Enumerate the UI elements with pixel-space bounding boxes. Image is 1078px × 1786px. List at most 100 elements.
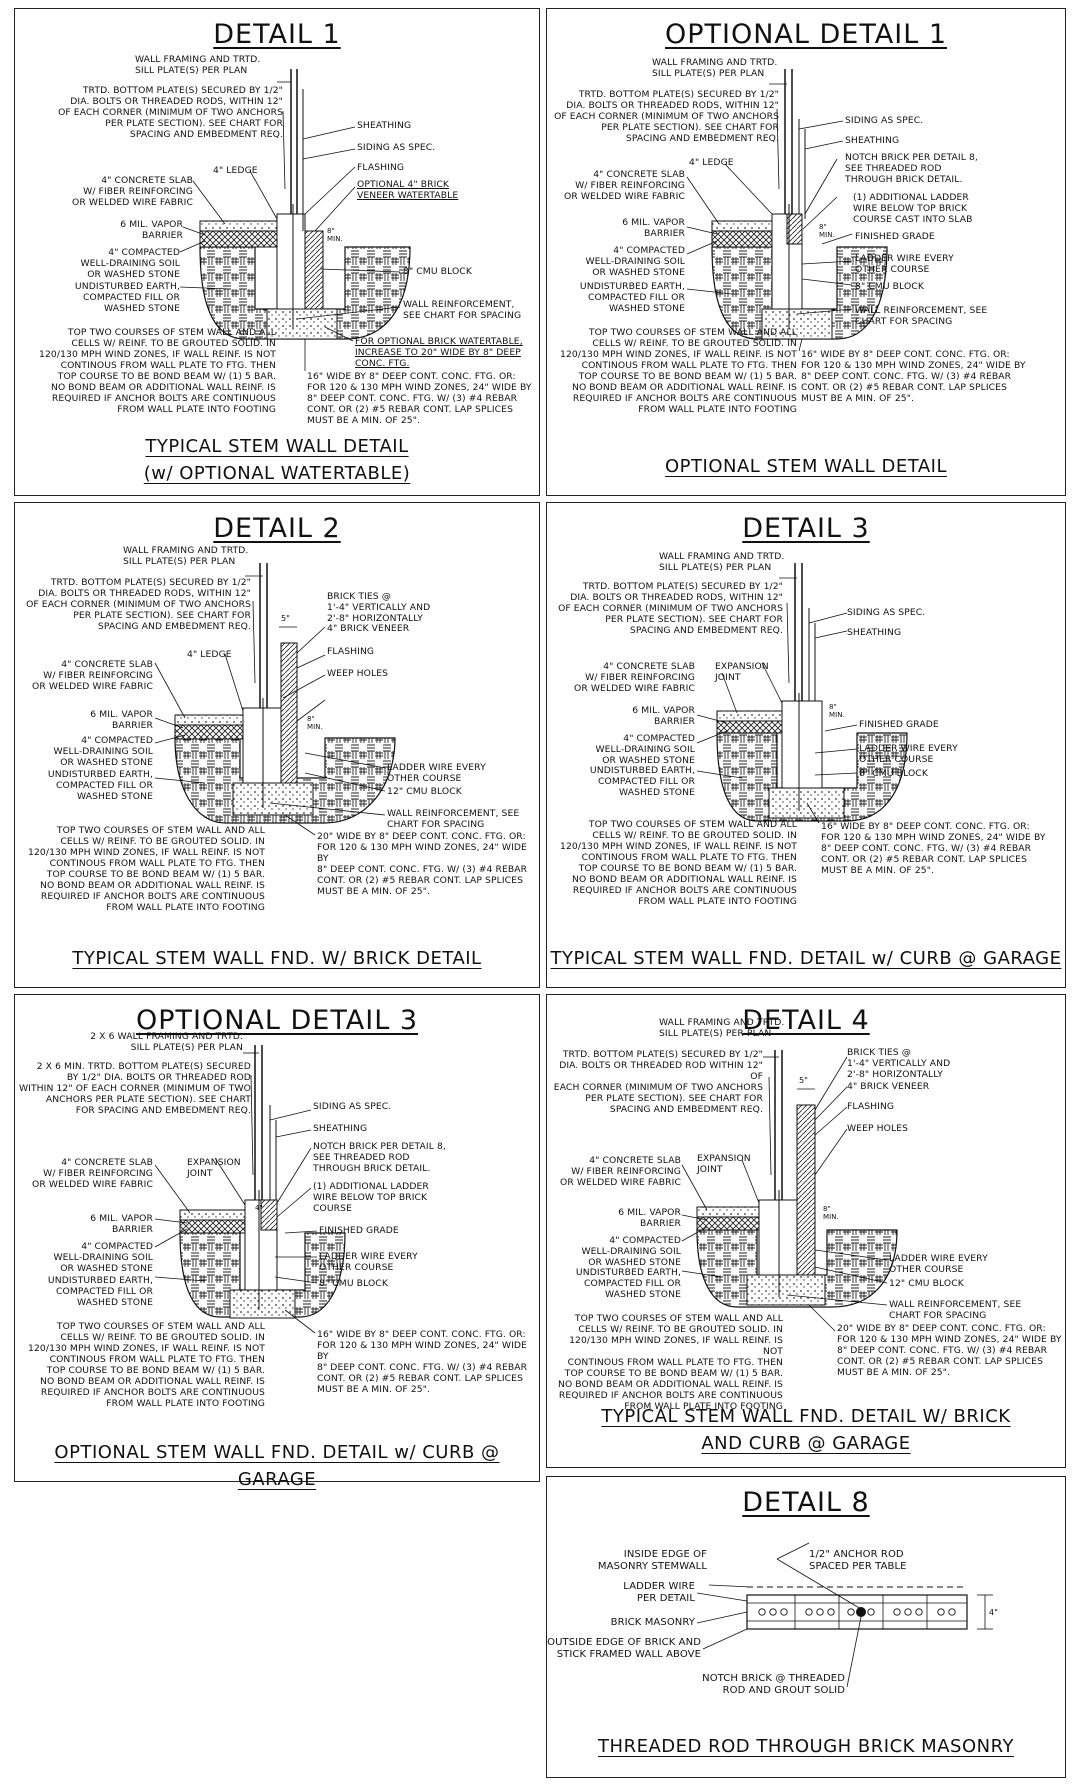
label-outside-edge: OUTSIDE EDGE OF BRICK AND STICK FRAMED W… xyxy=(547,1637,701,1660)
label-undisturbed-earth: UNDISTURBED EARTH, COMPACTED FILL OR WAS… xyxy=(579,281,685,314)
panel-title: OPTIONAL DETAIL 1 xyxy=(664,19,948,50)
label-sheathing: SHEATHING xyxy=(313,1123,368,1134)
label-ladder-wire: LADDER WIRE EVERY OTHER COURSE xyxy=(859,743,958,765)
label-concrete-slab: 4" CONCRETE SLAB W/ FIBER REINFORCING OR… xyxy=(32,659,153,692)
label-compacted-soil: 4" COMPACTED WELL-DRAINING SOIL OR WASHE… xyxy=(581,1235,681,1268)
label-expansion-joint: EXPANSION JOINT xyxy=(715,661,769,683)
label-wall-framing: 2 x 6 WALL FRAMING AND TRTD. SILL PLATE(… xyxy=(90,1031,243,1053)
label-weep-holes: WEEP HOLES xyxy=(847,1123,909,1134)
label-flashing: FLASHING xyxy=(327,646,375,657)
label-brick-veneer: 4" BRICK VENEER xyxy=(327,623,410,634)
label-undisturbed-earth: UNDISTURBED EARTH, COMPACTED FILL OR WAS… xyxy=(47,769,153,802)
label-siding: SIDING AS SPEC. xyxy=(313,1101,392,1112)
label-dimension: 8" MIN. xyxy=(307,715,323,731)
stem-wall-section-drawing xyxy=(686,69,888,352)
label-dimension: 4" xyxy=(255,1204,263,1212)
label-brick-veneer: 4" BRICK VENEER xyxy=(847,1081,930,1092)
label-vapor-barrier: 6 MIL. VAPOR BARRIER xyxy=(632,705,695,727)
label-siding: SIDING AS SPEC. xyxy=(357,142,436,153)
panel-caption: TYPICAL STEM WALL FND. W/ BRICK DETAIL xyxy=(72,948,482,969)
label-top-two-courses: TOP TWO COURSES OF STEM WALL AND ALL CEL… xyxy=(39,327,276,415)
panel-caption: OPTIONAL STEM WALL DETAIL xyxy=(665,456,947,477)
label-anchor-rod: 1/2" ANCHOR ROD SPACED PER TABLE xyxy=(809,1549,907,1572)
label-dimension: 8" MIN. xyxy=(819,223,835,239)
panel-title: DETAIL 2 xyxy=(213,513,341,544)
label-undisturbed-earth: UNDISTURBED EARTH, COMPACTED FILL OR WAS… xyxy=(47,1275,153,1308)
label-ladder-wire: LADDER WIRE PER DETAIL xyxy=(623,1581,695,1604)
label-brick-ties: BRICK TIES @ 1'-4" VERTICALLY AND 2'-8" … xyxy=(327,591,431,624)
label-dimension: 8" MIN. xyxy=(829,703,845,719)
panel-title: DETAIL 3 xyxy=(742,513,870,544)
label-wall-reinforcement: WALL REINFORCEMENT, SEE CHART FOR SPACIN… xyxy=(889,1299,1022,1321)
label-additional-ladder: (1) ADDITIONAL LADDER WIRE BELOW TOP BRI… xyxy=(853,192,973,225)
label-notch-brick: NOTCH BRICK PER DETAIL 8, SEE THREADED R… xyxy=(845,152,978,185)
label-wall-framing: WALL FRAMING AND TRTD. SILL PLATE(S) PER… xyxy=(135,54,261,76)
label-ladder-wire: LADDER WIRE EVERY OTHER COURSE xyxy=(319,1251,418,1273)
label-bottom-plate: TRTD. BOTTOM PLATE(S) SECURED BY 1/2" DI… xyxy=(558,581,783,636)
label-finished-grade: FINISHED GRADE xyxy=(859,719,939,730)
label-watertable: OPTIONAL 4" BRICK VENEER WATERTABLE xyxy=(357,179,459,201)
label-concrete-slab: 4" CONCRETE SLAB W/ FIBER REINFORCING OR… xyxy=(32,1157,153,1190)
label-wall-framing: WALL FRAMING AND TRTD. SILL PLATE(S) PER… xyxy=(652,57,778,79)
label-sheathing: SHEATHING xyxy=(845,135,900,146)
label-top-two-courses: TOP TWO COURSES OF STEM WALL AND ALL CEL… xyxy=(28,825,265,913)
optional-curb-section-drawing xyxy=(154,1045,346,1334)
label-optional-footing: FOR OPTIONAL BRICK WATERTABLE, INCREASE … xyxy=(355,336,523,369)
label-compacted-soil: 4" COMPACTED WELL-DRAINING SOIL OR WASHE… xyxy=(53,735,153,768)
label-cmu-block: 8" CMU BLOCK xyxy=(859,768,928,779)
label-additional-ladder: (1) ADDITIONAL LADDER WIRE BELOW TOP BRI… xyxy=(313,1181,429,1214)
label-ledge: 4" LEDGE xyxy=(213,165,258,176)
panel-title: DETAIL 4 xyxy=(742,1005,870,1036)
label-notch-brick: NOTCH BRICK @ THREADED ROD AND GROUT SOL… xyxy=(702,1673,845,1696)
label-wall-framing: WALL FRAMING AND TRTD. SILL PLATE(S) PER… xyxy=(659,551,785,573)
label-vapor-barrier: 6 MIL. VAPOR BARRIER xyxy=(120,219,183,241)
label-flashing: FLASHING xyxy=(357,162,405,173)
threaded-rod-brick-plan-drawing xyxy=(696,1542,993,1688)
label-ledge: 4" LEDGE xyxy=(689,157,734,168)
label-bottom-plate: TRTD. BOTTOM PLATE(S) SECURED BY 1/2" DI… xyxy=(58,85,283,140)
label-footing: 16" WIDE BY 8" DEEP CONT. CONC. FTG. OR:… xyxy=(307,371,532,426)
label-finished-grade: FINISHED GRADE xyxy=(855,231,935,242)
label-bottom-plate: 2 x 6 MIN. TRTD. BOTTOM PLATE(S) SECURED… xyxy=(18,1061,251,1116)
label-brick-ties: BRICK TIES @ 1'-4" VERTICALLY AND 2'-8" … xyxy=(847,1047,951,1080)
label-wall-reinforcement: WALL REINFORCEMENT, SEE CHART FOR SPACIN… xyxy=(387,808,520,830)
panel-title: OPTIONAL DETAIL 3 xyxy=(135,1005,419,1036)
panel-optional-detail-1: OPTIONAL DETAIL 1 xyxy=(546,8,1066,496)
label-wall-reinforcement: WALL REINFORCEMENT, SEE CHART FOR SPACIN… xyxy=(855,305,988,327)
panel-detail-3: DETAIL 3 WALL FRAMING AND TRTD. SILL PLA… xyxy=(546,502,1066,988)
label-expansion-joint: EXPANSION JOINT xyxy=(187,1157,241,1179)
stem-wall-brick-curb-section-drawing xyxy=(681,1050,898,1332)
label-brick-masonry: BRICK MASONRY xyxy=(610,1617,695,1628)
panel-detail-8: DETAIL 8 I xyxy=(546,1476,1066,1778)
label-dimension: 8" MIN. xyxy=(327,227,343,243)
label-wall-framing: WALL FRAMING AND TRTD. SILL PLATE(S) PER… xyxy=(123,545,249,567)
label-top-two-courses: TOP TWO COURSES OF STEM WALL AND ALL CEL… xyxy=(560,327,797,415)
label-compacted-soil: 4" COMPACTED WELL-DRAINING SOIL OR WASHE… xyxy=(585,245,685,278)
panel-caption: THREADED ROD THROUGH BRICK MASONRY xyxy=(598,1736,1014,1757)
label-concrete-slab: 4" CONCRETE SLAB W/ FIBER REINFORCING OR… xyxy=(564,169,685,202)
label-bottom-plate: TRTD. BOTTOM PLATE(S) SECURED BY 1/2" DI… xyxy=(554,89,779,144)
label-footing: 16" WIDE BY 8" DEEP CONT. CONC. FTG. OR:… xyxy=(821,821,1046,876)
label-concrete-slab: 4" CONCRETE SLAB W/ FIBER REINFORCING OR… xyxy=(72,175,193,208)
label-inside-edge: INSIDE EDGE OF MASONRY STEMWALL xyxy=(597,1549,707,1572)
label-ladder-wire: LADDER WIRE EVERY OTHER COURSE xyxy=(387,762,486,784)
label-undisturbed-earth: UNDISTURBED EARTH, COMPACTED FILL OR WAS… xyxy=(589,765,695,798)
panel-title: DETAIL 1 xyxy=(213,19,341,50)
label-bottom-plate: TRTD. BOTTOM PLATE(S) SECURED BY 1/2" DI… xyxy=(553,1049,763,1115)
label-notch-brick: NOTCH BRICK PER DETAIL 8, SEE THREADED R… xyxy=(313,1141,446,1174)
label-cmu-block: 8" CMU BLOCK xyxy=(403,266,472,277)
label-vapor-barrier: 6 MIL. VAPOR BARRIER xyxy=(90,1213,153,1235)
label-cmu-block: 12" CMU BLOCK xyxy=(889,1278,964,1289)
label-dimension: 8" MIN. xyxy=(823,1205,839,1221)
label-cmu-block: 8" CMU BLOCK xyxy=(855,281,924,292)
panel-optional-detail-3: OPTIONAL DETAIL 3 2 x xyxy=(14,994,540,1490)
label-weep-holes: WEEP HOLES xyxy=(327,668,389,679)
label-dimension: 4" xyxy=(989,1608,998,1617)
label-top-two-courses: TOP TWO COURSES OF STEM WALL AND ALL CEL… xyxy=(557,1313,783,1412)
stem-wall-curb-section-drawing xyxy=(696,563,908,824)
label-compacted-soil: 4" COMPACTED WELL-DRAINING SOIL OR WASHE… xyxy=(80,247,180,280)
label-concrete-slab: 4" CONCRETE SLAB W/ FIBER REINFORCING OR… xyxy=(560,1155,681,1188)
label-cmu-block: 12" CMU BLOCK xyxy=(387,786,462,797)
label-dim-top: 5" xyxy=(799,1076,808,1085)
